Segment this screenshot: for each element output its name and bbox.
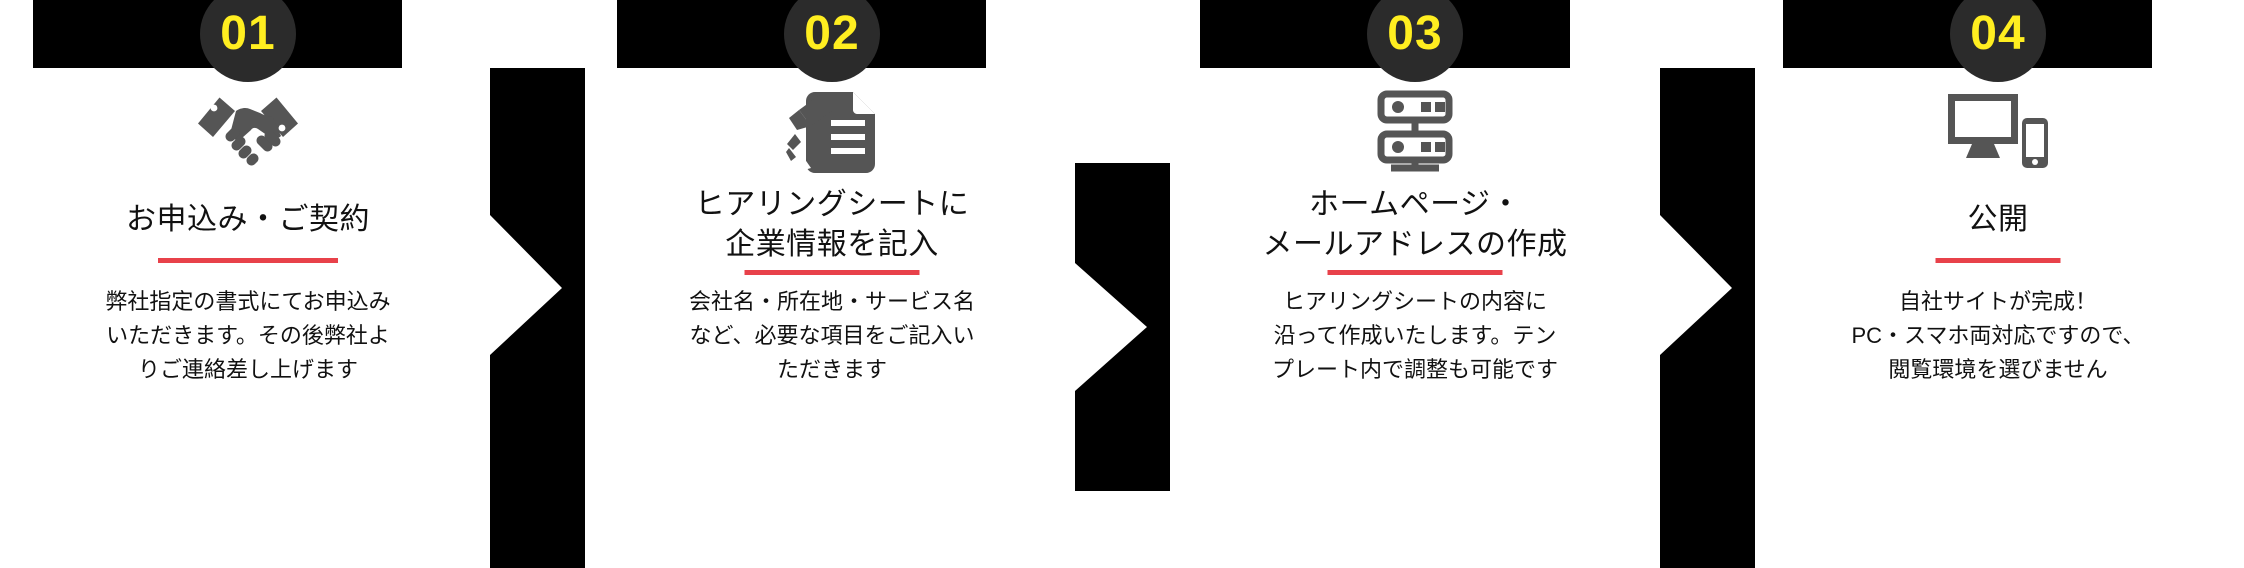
step-heading-rule-4 [1935,258,2061,263]
step-heading-line: 企業情報を記入 [725,228,939,261]
chevron-connector-2 [1075,163,1170,491]
step-body-line: りご連絡差し上げます [137,357,358,382]
step-body-line: 会社名・所在地・サービス名 [688,289,975,314]
document-pencil-icon [612,84,1052,180]
step-heading-line: メールアドレスの作成 [1262,228,1568,261]
chevron-connector-1 [490,68,585,568]
step-body-1: 弊社指定の書式にてお申込み いただきます。その後弊社よ りご連絡差し上げます [28,285,468,387]
chevron-connector-3 [1660,68,1755,568]
step-heading-line: ホームページ・ [1309,188,1521,221]
step-heading-line: ヒアリングシートに [694,188,970,221]
step-body-line: ただきます [776,357,887,382]
step-card-4: 04 公開 自社サイトが完成！ PC・スマホ両対応ですので、 閲覧環境を選びませ… [1778,0,2218,568]
step-heading-line: お申込み・ご契約 [126,203,370,236]
step-body-line: ヒアリングシートの内容に [1282,289,1547,314]
step-heading-3: ホームページ・ メールアドレスの作成 [1195,185,1635,265]
step-heading-1: お申込み・ご契約 [28,200,468,240]
step-number-label: 03 [1387,7,1443,60]
step-heading-2: ヒアリングシートに 企業情報を記入 [612,185,1052,265]
step-heading-rule-1 [158,258,338,263]
step-body-line: 自社サイトが完成！ [1898,289,2097,314]
step-body-line: いただきます。その後弊社よ [106,323,390,348]
step-body-4: 自社サイトが完成！ PC・スマホ両対応ですので、 閲覧環境を選びません [1778,285,2218,387]
step-heading-rule-2 [744,270,920,275]
step-number-badge-1: 01 [200,0,296,82]
step-number-badge-3: 03 [1367,0,1463,82]
step-heading-4: 公開 [1778,200,2218,240]
step-body-line: 閲覧環境を選びません [1888,357,2108,382]
step-number-label: 01 [220,7,276,60]
step-body-line: など、必要な項目をご記入い [689,323,975,348]
devices-icon [1778,84,2218,180]
server-icon [1195,84,1635,180]
step-number-badge-2: 02 [784,0,880,82]
step-heading-rule-3 [1327,270,1503,275]
step-number-label: 04 [1970,7,2026,60]
step-body-line: プレート内で調整も可能です [1271,357,1558,382]
handshake-icon [28,84,468,180]
step-card-1: 01 お申込み・ご契約 弊社指定の書式にてお申込み いただきま [28,0,468,568]
step-card-3: 03 ホームページ・ メールアドレスの作成 [1195,0,1635,568]
step-heading-line: 公開 [1967,203,2029,236]
step-body-line: 沿って作成いたします。テン [1273,323,1557,348]
step-card-2: 02 ヒアリングシートに 企業情報を記入 会社名・所在地・サービス名 [612,0,1052,568]
step-body-line: 弊社指定の書式にてお申込み [105,289,391,314]
step-body-3: ヒアリングシートの内容に 沿って作成いたします。テン プレート内で調整も可能です [1195,285,1635,387]
step-body-line: PC・スマホ両対応ですので、 [1851,323,2145,348]
step-number-badge-4: 04 [1950,0,2046,82]
step-body-2: 会社名・所在地・サービス名 など、必要な項目をご記入い ただきます [612,285,1052,387]
step-number-label: 02 [804,7,860,60]
